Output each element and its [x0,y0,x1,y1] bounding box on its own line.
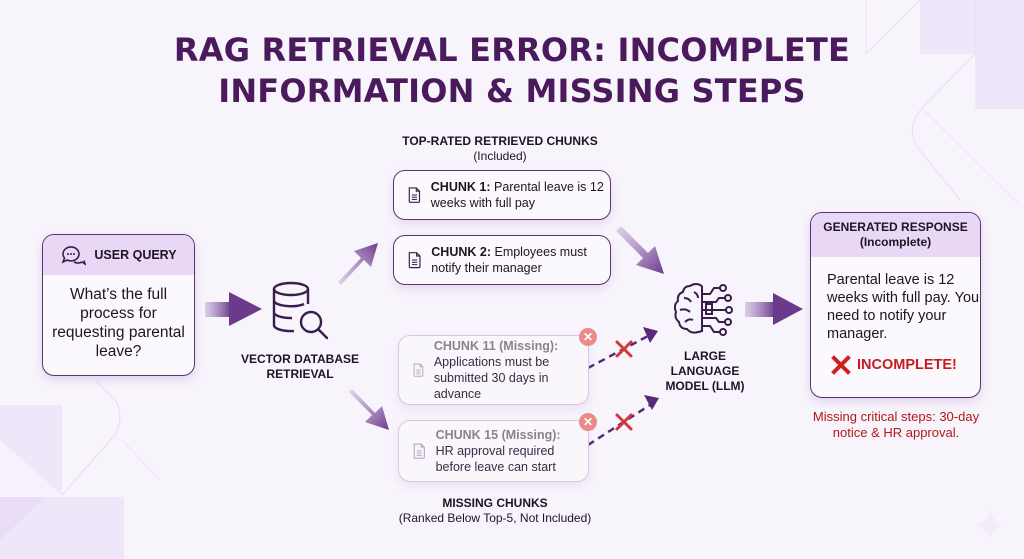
response-subtitle: (Incomplete) [859,235,932,249]
missing-chunks-subtitle: (Ranked Below Top-5, Not Included) [398,511,592,525]
top-chunks-title: TOP-RATED RETRIEVED CHUNKS [402,134,598,148]
vector-db-label-line-1: VECTOR DATABASE [240,352,359,366]
llm-label-line-2: LANGUAGE [670,364,740,378]
llm-label-line-1: LARGE [684,349,726,363]
vector-db-label: VECTOR DATABASE RETRIEVAL [230,352,370,382]
incomplete-label: INCOMPLETE! [857,357,957,373]
chunk-2-text: CHUNK 2: Employees must notify their man… [431,244,610,276]
chunk-2-content: Employees must notify their manager [431,245,587,275]
chunk-1-text: CHUNK 1: Parental leave is 12 weeks with… [431,179,610,211]
chunk-1-id: CHUNK 1: [430,180,491,194]
response-header: GENERATED RESPONSE (Incomplete) [811,213,980,257]
brain-circuit-icon [673,283,733,336]
incomplete-status: INCOMPLETE! [811,355,980,375]
blocked-arrow-chunk-15 [587,395,659,447]
vector-db-label-line-2: RETRIEVAL [266,367,334,381]
chunk-2-id: CHUNK 2: [431,245,491,259]
title-line-2: INFORMATION & MISSING STEPS [218,72,806,110]
blocked-arrow-chunk-11 [587,327,658,370]
chunk-card-2: CHUNK 2: Employees must notify their man… [393,235,611,285]
response-text: Parental leave is 12 weeks with full pay… [827,272,980,342]
top-chunks-heading: TOP-RATED RETRIEVED CHUNKS (Included) [390,134,610,164]
llm-label-line-3: MODEL (LLM) [665,379,745,393]
title-line-1: RAG RETRIEVAL ERROR: INCOMPLETE [173,31,851,69]
arrow-query-to-db [205,292,262,326]
missing-chunk-card-11: CHUNK 11 (Missing): Applications must be… [398,335,589,405]
database-search-icon [272,281,329,340]
user-query-header: USER QUERY [43,235,194,275]
chat-bubbles-icon [61,246,87,266]
missing-x-badge-icon: ✕ [579,328,597,346]
arrow-db-to-missing-chunks [349,389,389,430]
blocked-x-icon [615,340,633,358]
response-title: GENERATED RESPONSE [823,220,968,234]
llm-label: LARGE LANGUAGE MODEL (LLM) [650,349,760,394]
user-query-text: What’s the full process for requesting p… [52,286,185,360]
arrow-llm-to-response [745,293,803,325]
missing-x-badge-icon: ✕ [579,413,597,431]
chunk-card-1: CHUNK 1: Parental leave is 12 weeks with… [393,170,611,220]
blocked-x-icon [615,413,633,431]
document-icon [413,363,424,377]
generated-response-card: GENERATED RESPONSE (Incomplete) Parental… [810,212,981,398]
chunk-15-id: CHUNK 15 (Missing): [435,428,561,442]
chunk-15-text: CHUNK 15 (Missing): HR approval required… [436,427,588,475]
missing-steps-note: Missing critical steps: 30-day notice & … [812,409,980,440]
chunk-11-id: CHUNK 11 (Missing): [433,339,559,353]
document-icon [413,443,425,459]
arrow-db-to-top-chunks [338,243,378,285]
chunk-15-content: HR approval required before leave can st… [435,444,556,474]
chunk-11-content: Applications must be submitted 30 days i… [433,355,550,401]
missing-chunks-heading: MISSING CHUNKS (Ranked Below Top-5, Not … [380,496,610,526]
red-x-icon [831,355,851,375]
page-title: RAG RETRIEVAL ERROR: INCOMPLETE INFORMAT… [0,30,1024,112]
document-icon [408,252,421,269]
top-chunks-subtitle: (Included) [473,149,527,163]
arrow-chunks-to-llm [616,226,664,274]
missing-chunk-card-15: CHUNK 15 (Missing): HR approval required… [398,420,589,482]
chunk-11-text: CHUNK 11 (Missing): Applications must be… [434,338,588,402]
user-query-card: USER QUERY What’s the full process for r… [42,234,195,376]
user-query-label: USER QUERY [94,248,177,262]
chunk-1-content: Parental leave is 12 weeks with full pay [430,180,604,210]
document-icon [408,187,421,203]
missing-chunks-title: MISSING CHUNKS [442,496,548,510]
